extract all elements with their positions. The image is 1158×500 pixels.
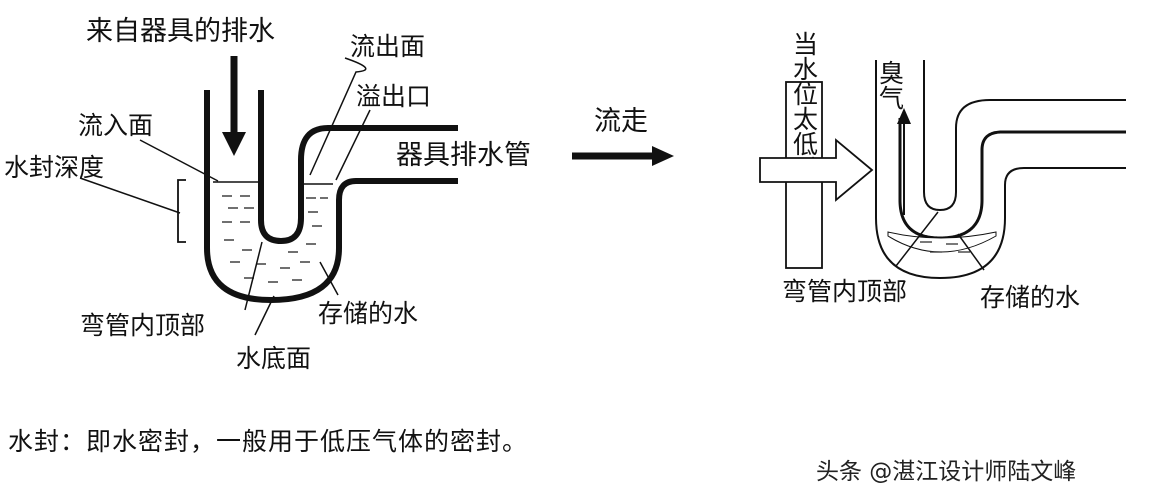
flow-away-label: 流走 xyxy=(594,106,648,137)
caption: 水封：即水密封，一般用于低压气体的密封。 xyxy=(8,427,529,456)
stored-water-label-right: 存储的水 xyxy=(980,283,1080,312)
right-trap-diagram: 当水位太低时 臭气 弯管内顶部 存储的水 xyxy=(759,31,1126,312)
overflow-outlet-label: 溢出口 xyxy=(356,82,431,111)
right-trap-inner-wall xyxy=(923,60,1126,212)
left-water-texture xyxy=(222,195,328,283)
left-flow-away-arrow-head xyxy=(652,146,674,166)
right-hollow-arrow xyxy=(759,138,874,202)
right-water-texture xyxy=(920,241,970,253)
left-inflow-arrow-head xyxy=(222,132,246,156)
right-stored-water xyxy=(887,231,997,253)
left-trap-inner-wall xyxy=(258,90,458,245)
inflow-surface-label: 流入面 xyxy=(78,111,153,140)
left-trap-outer-wall xyxy=(204,90,458,304)
trap-crown-label-left: 弯管内顶部 xyxy=(80,311,205,340)
fixture-drain-label: 器具排水管 xyxy=(396,140,531,171)
outflow-surface-label: 流出面 xyxy=(350,32,425,61)
low-water-label: 当水位太低时 xyxy=(790,31,819,181)
trap-crown-label-right: 弯管内顶部 xyxy=(782,277,907,306)
right-leader-lines xyxy=(895,211,985,271)
water-bottom-label: 水底面 xyxy=(236,344,311,373)
odor-label: 臭气 xyxy=(876,60,905,110)
right-trap-mid-wall xyxy=(898,118,1126,240)
watermark: 头条 @湛江设计师陆文峰 xyxy=(816,459,1077,485)
inflow-label: 来自器具的排水 xyxy=(86,16,275,47)
odor-arrow-head xyxy=(897,108,911,124)
left-trap-diagram: 来自器具的排水 流出面 溢出口 流入面 器具排水管 流走 水封深度 弯管内顶部 … xyxy=(4,16,674,373)
left-leader-lines xyxy=(79,57,371,336)
left-seal-depth-bracket xyxy=(177,179,186,243)
seal-depth-label: 水封深度 xyxy=(4,153,104,182)
stored-water-label-left: 存储的水 xyxy=(318,299,418,328)
